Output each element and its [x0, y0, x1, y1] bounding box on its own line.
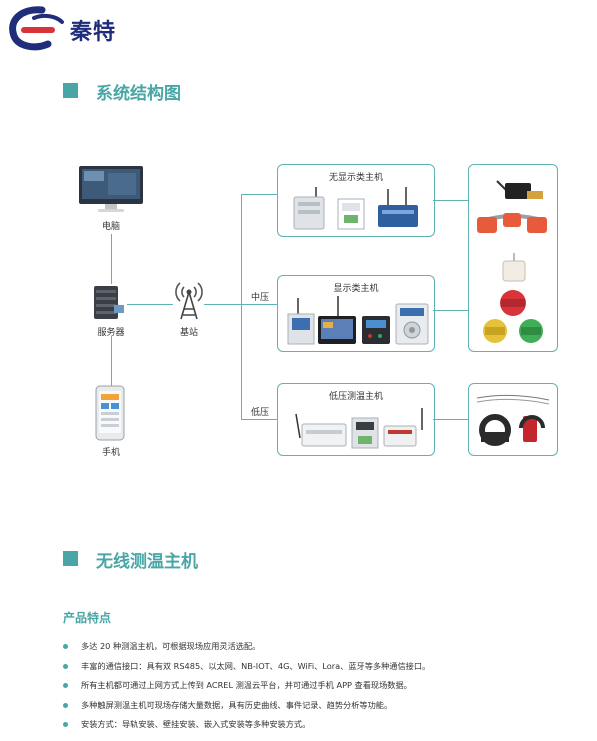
connector-trunk — [241, 194, 242, 420]
connector-line — [204, 304, 241, 305]
server-label: 服务器 — [97, 328, 125, 338]
computer-icon — [78, 165, 144, 217]
feature-item: 多达 20 种测温主机，可根据现场应用灵活选配。 — [63, 637, 583, 657]
feature-item: 多种触屏测温主机可现场存储大量数据，具有历史曲线、事件记录、趋势分析等功能。 — [63, 696, 583, 716]
section-marker — [63, 83, 78, 98]
features-list: 多达 20 种测温主机，可根据现场应用灵活选配。 丰富的通信接口：具有双 RS4… — [63, 637, 583, 735]
low-voltage-label: 低压 — [250, 408, 269, 418]
host-display-title: 显示类主机 — [333, 284, 379, 294]
connector-line — [433, 310, 468, 311]
bullet-icon — [63, 644, 68, 649]
antenna-tower-icon — [174, 277, 204, 325]
sensor-box-low-voltage — [468, 383, 558, 456]
connector-line — [241, 194, 277, 195]
wireless-temperature-sensors-icon — [477, 180, 547, 343]
section-title-structure: 系统结构图 — [96, 84, 181, 104]
no-display-host-devices-icon — [293, 187, 418, 230]
bullet-icon — [63, 722, 68, 727]
brand-name: 秦特 — [70, 20, 117, 45]
mid-voltage-label: 中压 — [250, 293, 269, 303]
connector-line — [433, 419, 468, 420]
feature-item: 所有主机都可通过上网方式上传到 ACREL 测温云平台，并可通过手机 APP 查… — [63, 676, 583, 696]
feature-item: 安装方式：导轨安装、壁挂安装、嵌入式安装等多种安装方式。 — [63, 715, 583, 735]
features-title: 产品特点 — [63, 611, 112, 625]
connector-line — [111, 234, 112, 284]
station-label: 基站 — [179, 328, 198, 338]
sensor-box-medium-voltage — [468, 164, 558, 352]
section-marker — [63, 551, 78, 566]
display-host-devices-icon — [287, 296, 429, 345]
section-title-wireless-host: 无线测温主机 — [96, 552, 198, 572]
brand-logo — [4, 4, 164, 52]
bullet-icon — [63, 683, 68, 688]
computer-label: 电脑 — [101, 222, 120, 232]
connector-line — [127, 304, 173, 305]
host-no-display-title: 无显示类主机 — [328, 173, 383, 183]
host-display-box: 显示类主机 — [277, 275, 435, 352]
bullet-icon — [63, 663, 68, 669]
feature-item: 丰富的通信接口：具有双 RS485、以太网、NB-IOT、4G、WiFi、Lor… — [63, 657, 583, 677]
host-low-voltage-title: 低压测温主机 — [328, 392, 383, 402]
connector-line — [241, 304, 277, 305]
logo-emblem-icon — [9, 6, 64, 51]
connector-line — [111, 336, 112, 386]
low-voltage-host-devices-icon — [295, 408, 423, 449]
connector-line — [241, 419, 277, 420]
host-low-voltage-box: 低压测温主机 — [277, 383, 435, 456]
phone-icon — [95, 385, 125, 445]
bullet-icon — [63, 702, 68, 708]
phone-label: 手机 — [101, 448, 120, 458]
server-icon — [92, 285, 126, 325]
host-no-display-box: 无显示类主机 — [277, 164, 435, 237]
connector-line — [433, 200, 468, 201]
current-transformer-sensors-icon — [476, 394, 550, 446]
